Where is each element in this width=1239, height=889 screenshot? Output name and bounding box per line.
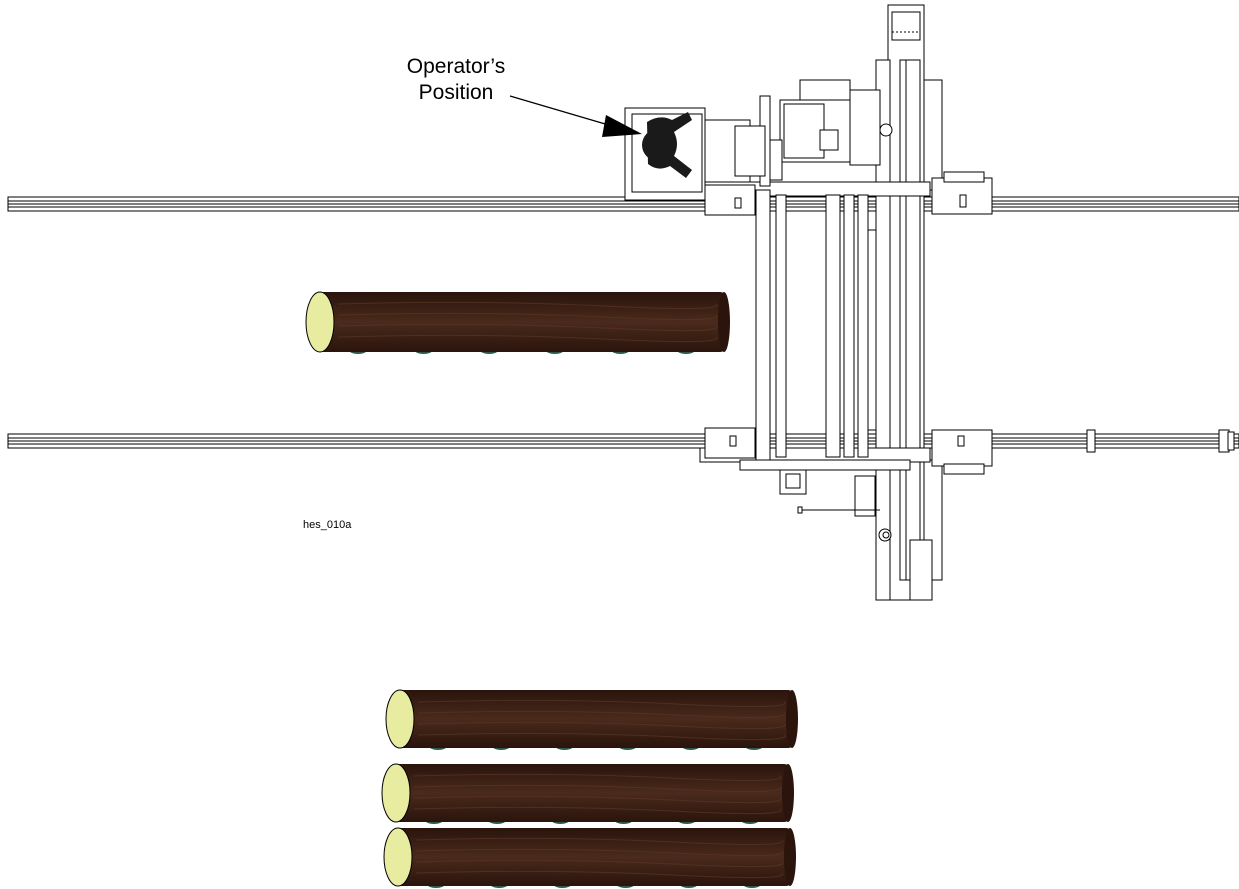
bark-streak [337, 323, 718, 332]
log-on-bed [305, 291, 730, 354]
log-end-grain [381, 763, 411, 823]
bark-streak [417, 721, 786, 730]
operator-position-label: Operator’s Position [366, 54, 546, 106]
bark-streak [417, 732, 786, 741]
log-body [318, 292, 726, 352]
rail-stop [1086, 429, 1235, 453]
log-far-end [784, 828, 796, 886]
bark-streak [337, 301, 718, 310]
bark-streak [413, 773, 782, 782]
logs [305, 291, 798, 888]
bark-streak [417, 699, 786, 708]
log-far-end [786, 690, 798, 748]
bark-streak [415, 859, 784, 868]
log-end-grain [383, 827, 413, 887]
log-far-end [782, 764, 794, 822]
operator-label-line2: Position [418, 81, 494, 104]
operator-platform [624, 107, 706, 201]
log-end-grain [385, 689, 415, 749]
log-stack-3 [383, 827, 796, 888]
bark-streak [413, 784, 782, 793]
operator-pointer-arrow [509, 95, 642, 137]
lower-track-rail [7, 433, 1239, 449]
log-stack-2 [381, 763, 794, 824]
bark-streak [413, 795, 782, 804]
operator-label-line1: Operator’s [406, 55, 506, 78]
log-far-end [718, 292, 730, 352]
bark-streak [415, 848, 784, 857]
bark-streak [337, 312, 718, 321]
bark-streak [415, 870, 784, 879]
figure-id-label: hes_010a [303, 519, 352, 531]
bark-streak [417, 710, 786, 719]
upper-track-rail [7, 196, 1239, 212]
log-stack-1 [385, 689, 798, 750]
operator-figure-icon [642, 112, 692, 178]
bark-streak [413, 806, 782, 815]
bark-streak [337, 334, 718, 343]
bark-streak [415, 837, 784, 846]
log-end-grain [305, 291, 335, 353]
sawmill-head [699, 4, 993, 601]
